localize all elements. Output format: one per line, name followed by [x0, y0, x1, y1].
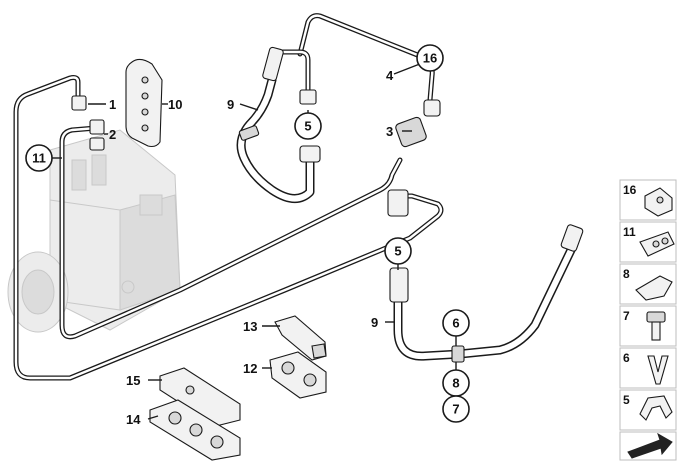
part-labels: 1 2 3 4 9 10 9 13 12 15 14: [109, 68, 394, 427]
abs-unit: [7, 129, 181, 333]
svg-text:11: 11: [32, 151, 46, 166]
legend-item-7: 7: [619, 305, 677, 347]
legend-item-8: 8: [619, 263, 677, 305]
svg-text:6: 6: [452, 316, 459, 331]
fittings: [71, 89, 441, 217]
legend-item-5: 5: [619, 389, 677, 431]
legend-item-6: 6: [619, 347, 677, 389]
callout-11: 11: [25, 144, 53, 172]
svg-text:5: 5: [623, 393, 630, 407]
callout-5-upper: 5: [294, 112, 322, 140]
svg-text:5: 5: [304, 119, 311, 134]
label-1: 1: [109, 97, 116, 112]
callout-8: 8: [442, 369, 470, 397]
legend-item-11: 11: [619, 221, 677, 263]
pipe-holder-part: [149, 367, 241, 461]
svg-text:5: 5: [394, 244, 401, 259]
label-2: 2: [109, 127, 116, 142]
callout-6: 6: [442, 309, 470, 337]
legend-item-16: 16: [619, 179, 677, 221]
callout-7: 7: [442, 395, 470, 423]
label-14: 14: [126, 412, 141, 427]
label-3: 3: [386, 124, 393, 139]
bracket-part: [274, 315, 327, 361]
label-9-upper: 9: [227, 97, 234, 112]
svg-text:11: 11: [623, 225, 636, 239]
callout-5-lower: 5: [384, 237, 412, 265]
label-4: 4: [386, 68, 394, 83]
legend-panel: 16 11 8 7 6 5: [619, 179, 677, 461]
label-12: 12: [243, 361, 257, 376]
svg-text:6: 6: [623, 351, 630, 365]
label-13: 13: [243, 319, 257, 334]
grommet-part: [125, 58, 163, 148]
svg-text:16: 16: [623, 183, 637, 197]
nav-arrow-icon[interactable]: [619, 431, 677, 461]
lower-flex-hose: [389, 224, 584, 363]
circled-callouts: 11 16 5 5 6 8 7: [25, 44, 470, 423]
brake-pipes: [13, 13, 444, 381]
svg-text:8: 8: [623, 267, 630, 281]
svg-text:7: 7: [452, 402, 459, 417]
label-15: 15: [126, 373, 140, 388]
upper-flex-hose: [236, 46, 321, 203]
svg-text:16: 16: [423, 51, 437, 66]
svg-text:7: 7: [623, 309, 630, 323]
label-10: 10: [168, 97, 182, 112]
label-9-lower: 9: [371, 315, 378, 330]
callout-16: 16: [416, 44, 444, 72]
svg-text:8: 8: [452, 376, 459, 391]
pipe-clip-part: [269, 351, 327, 399]
